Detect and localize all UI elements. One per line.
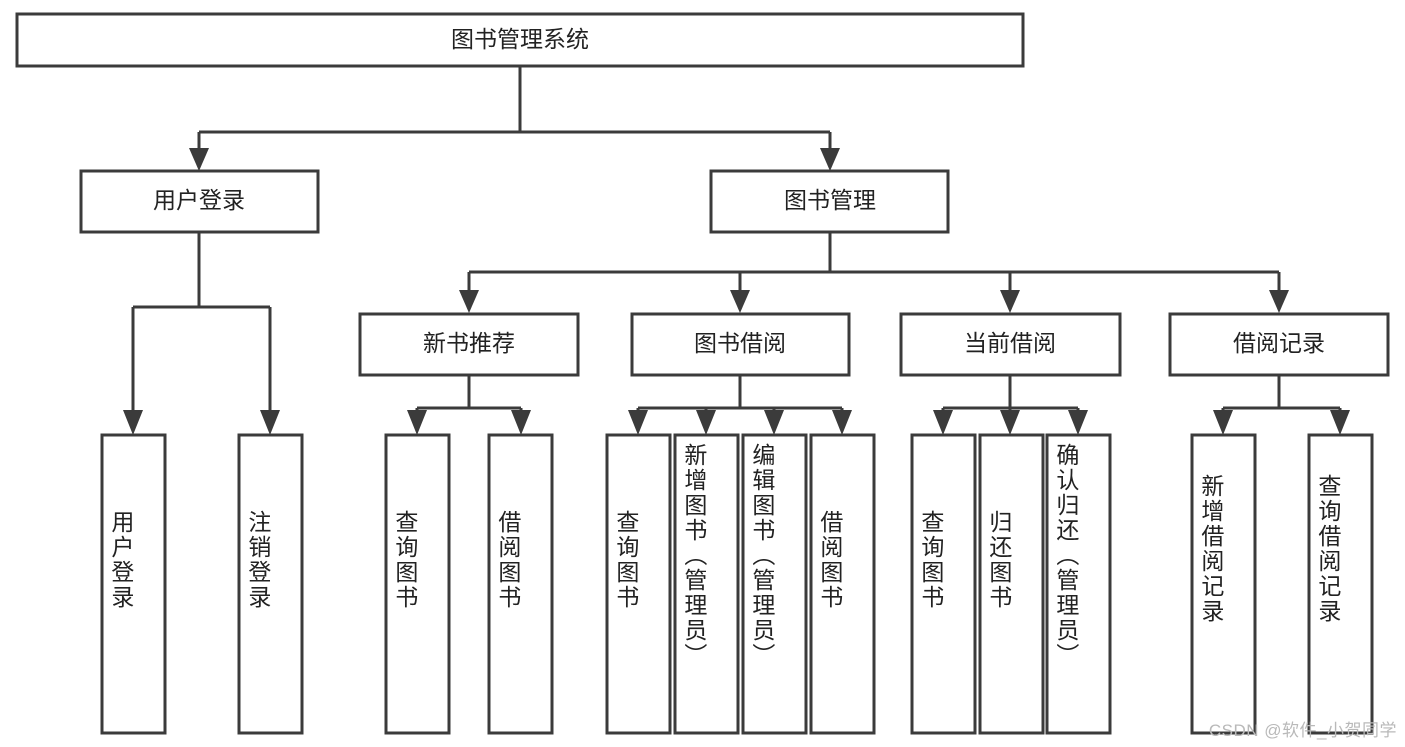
connectors-userlogin-to-leaves: [123, 232, 280, 435]
leaf-box-br-query-record[interactable]: [1307, 433, 1374, 735]
arrow-head-icon: [459, 290, 479, 313]
node-user-login-box[interactable]: [79, 169, 320, 234]
node-root-box[interactable]: [15, 12, 1025, 68]
arrow-head-icon: [764, 410, 784, 435]
node-user-login-label: 用户登录: [153, 187, 245, 213]
node-book-borrow-label: 图书借阅: [694, 330, 786, 356]
arrow-head-icon: [1213, 410, 1233, 435]
node-borrow-record-label: 借阅记录: [1233, 330, 1325, 356]
node-book-manage-box[interactable]: [709, 169, 950, 234]
arrow-head-icon: [1269, 290, 1289, 313]
node-current-borrow[interactable]: 当前借阅: [899, 312, 1122, 377]
arrow-head-icon: [511, 410, 531, 435]
leaf-box-bb-add-book[interactable]: [673, 433, 740, 735]
arrow-head-icon: [1068, 410, 1088, 435]
leaf-box-cb-query-book[interactable]: [910, 433, 977, 735]
arrow-head-icon: [933, 410, 953, 435]
arrow-head-icon: [260, 410, 280, 435]
leaf-box-nb-query-book[interactable]: [384, 433, 451, 735]
leaf-boxes-book-borrow: [605, 433, 876, 735]
leaf-box-bb-borrow-book[interactable]: [809, 433, 876, 735]
leaf-box-logout[interactable]: [237, 433, 304, 735]
arrow-head-icon: [1330, 410, 1350, 435]
node-new-book-recommend-label: 新书推荐: [423, 330, 515, 356]
node-borrow-record[interactable]: 借阅记录: [1168, 312, 1390, 377]
arrow-head-icon: [1000, 290, 1020, 313]
leaf-boxes-new-book-recommend: [384, 433, 554, 735]
arrow-head-icon: [696, 410, 716, 435]
node-current-borrow-label: 当前借阅: [964, 330, 1056, 356]
connectors-newbook-to-leaves: [407, 375, 531, 435]
leaf-box-br-add-record[interactable]: [1190, 433, 1257, 735]
connectors-currentborrow-to-leaves: [933, 375, 1088, 435]
node-book-borrow[interactable]: 图书借阅: [630, 312, 851, 377]
node-current-borrow-box[interactable]: [899, 312, 1122, 377]
leaf-boxes-current-borrow: [910, 433, 1112, 735]
node-borrow-record-box[interactable]: [1168, 312, 1390, 377]
connectors-bookmanage-to-level3: [459, 232, 1289, 313]
arrow-head-icon: [1000, 410, 1020, 435]
connectors-bookborrow-to-leaves: [628, 375, 852, 435]
node-book-borrow-box[interactable]: [630, 312, 851, 377]
node-book-manage-label: 图书管理: [784, 187, 876, 213]
node-user-login[interactable]: 用户登录: [79, 169, 320, 234]
leaf-box-cb-confirm-return[interactable]: [1045, 433, 1112, 735]
arrow-head-icon: [628, 410, 648, 435]
csdn-watermark: CSDN @软件_小贺同学: [1208, 721, 1397, 740]
arrow-head-icon: [730, 290, 750, 313]
arrow-head-icon: [407, 410, 427, 435]
arrow-head-icon: [832, 410, 852, 435]
leaf-box-bb-query-book[interactable]: [605, 433, 672, 735]
arrow-head-icon: [820, 148, 840, 171]
node-book-manage[interactable]: 图书管理: [709, 169, 950, 234]
arrow-head-icon: [189, 148, 209, 171]
arrow-head-icon: [123, 410, 143, 435]
node-new-book-recommend[interactable]: 新书推荐: [358, 312, 580, 377]
leaf-box-user-login[interactable]: [100, 433, 167, 735]
leaf-box-nb-borrow-book[interactable]: [487, 433, 554, 735]
leaf-box-cb-return-book[interactable]: [978, 433, 1045, 735]
leaf-box-bb-edit-book[interactable]: [741, 433, 808, 735]
node-root[interactable]: 图书管理系统: [15, 12, 1025, 68]
leaf-boxes-borrow-record: [1190, 433, 1374, 735]
connectors-borrowrecord-to-leaves: [1213, 375, 1350, 435]
leaf-boxes-user-login: [100, 433, 304, 735]
connectors-root-to-level2: [189, 66, 840, 171]
node-new-book-recommend-box[interactable]: [358, 312, 580, 377]
node-root-label: 图书管理系统: [451, 26, 589, 52]
